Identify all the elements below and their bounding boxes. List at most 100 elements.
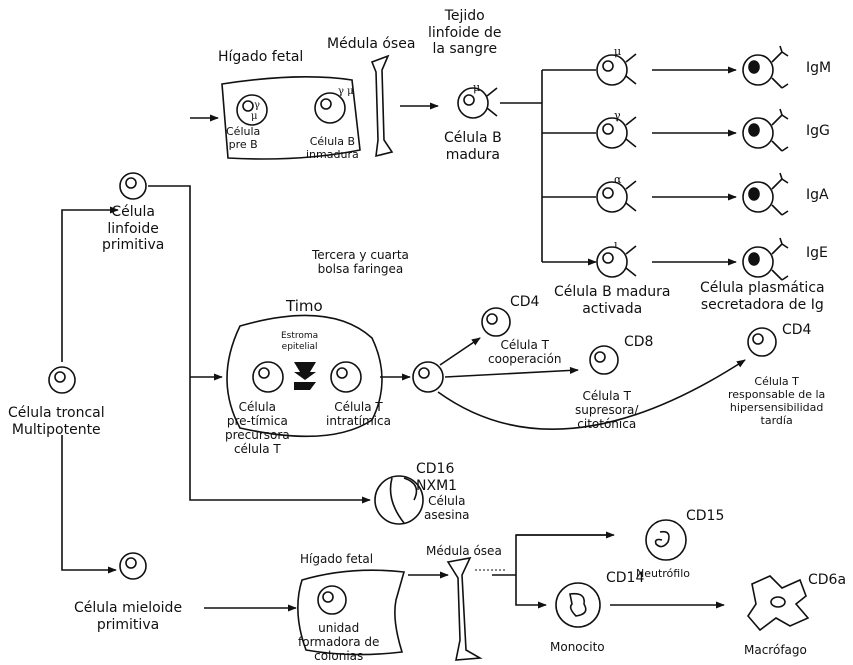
nk-marker1: CD16 <box>416 461 457 478</box>
macrophage-label: Macrófago <box>744 643 807 657</box>
monocyte-marker: CD14 <box>606 570 644 587</box>
igm-label: IgM <box>806 60 831 77</box>
activated-b-line2: activada <box>554 301 670 318</box>
pouch-line1: Tercera y cuarta <box>312 248 409 262</box>
cd8-line3: citotónica <box>575 417 638 431</box>
cfu-cell <box>318 586 346 614</box>
bone-marrow-m-label: Médula ósea <box>426 544 502 558</box>
cd4-dth-line2: responsable de la <box>728 389 825 402</box>
lymphoid-line2: linfoide <box>102 221 164 238</box>
cfu-line3: colonias <box>298 649 379 663</box>
pre-thymic-line4: célula T <box>225 442 290 456</box>
fetal-liver-b-label: Hígado fetal <box>218 49 303 66</box>
pouch-line2: bolsa faringea <box>312 262 409 276</box>
activated-symbol-mu: μ <box>614 46 621 59</box>
connector-tcell-cd4 <box>440 338 480 365</box>
stem-cell <box>49 367 75 393</box>
fetal-liver-m-label: Hígado fetal <box>300 552 373 566</box>
cd4-helper-line2: cooperación <box>488 352 561 366</box>
nk-marker2: NXM1 <box>416 478 457 495</box>
cd4-helper-label: Célula T cooperación <box>488 338 561 366</box>
monocyte-cell <box>556 583 600 627</box>
activated-symbol-alpha: α <box>614 174 621 187</box>
connector-marrow-branch <box>492 535 612 605</box>
pharyngeal-pouch-label: Tercera y cuarta bolsa faringea <box>312 248 409 276</box>
iga-label: IgA <box>806 187 829 204</box>
cd4-helper-marker: CD4 <box>510 294 539 311</box>
connector-stem-myeloid <box>62 435 116 570</box>
myeloid-cell-label: Célula mieloide primitiva <box>74 600 182 633</box>
macrophage-marker: CD6a <box>808 572 846 589</box>
activated-symbol-iota: ι <box>614 239 618 252</box>
intrathymic-label: Célula T intratímica <box>326 400 391 428</box>
plasma-cell-ige <box>743 238 788 280</box>
stroma-line2: epitelial <box>281 342 318 353</box>
neutrophil-marker: CD15 <box>686 508 724 525</box>
stroma-symbol <box>294 362 316 390</box>
thymus-label: Timo <box>286 298 323 316</box>
nk-markers: CD16 NXM1 <box>416 461 457 494</box>
macrophage-cell <box>748 576 808 630</box>
activated-b-line1: Célula B madura <box>554 284 670 301</box>
igg-label: IgG <box>806 123 830 140</box>
cfu-line1: unidad <box>298 621 379 635</box>
pre-thymic-line1: Célula <box>225 400 290 414</box>
cd4-helper-cell <box>482 308 510 336</box>
immature-b-symbol: γ μ <box>338 86 354 98</box>
blood-line3: la sangre <box>428 41 502 58</box>
connector-tcell-cd8 <box>445 370 578 377</box>
cd4-helper-line1: Célula T <box>488 338 561 352</box>
immature-b-line2: inmadura <box>306 149 359 162</box>
lymphoid-cell <box>120 173 146 199</box>
stroma-label: Estroma epitelial <box>281 331 318 352</box>
cd8-cell <box>590 346 618 374</box>
myeloid-line1: Célula mieloide <box>74 600 182 617</box>
lymphoid-line1: Célula <box>102 204 164 221</box>
nk-line2: asesina <box>424 508 470 522</box>
immature-b-label: Célula B inmadura <box>306 136 359 162</box>
mature-b-symbol: μ <box>473 82 480 95</box>
blood-tissue-label: Tejido linfoide de la sangre <box>428 8 502 58</box>
bone-marrow-b-label: Médula ósea <box>327 36 415 53</box>
pre-thymic-cell <box>253 362 283 392</box>
intrathymic-cell <box>331 362 361 392</box>
mature-b-line2: madura <box>444 147 502 164</box>
pre-thymic-line3: precursora <box>225 428 290 442</box>
cd4-dth-cell <box>748 328 776 356</box>
lymphoid-cell-label: Célula linfoide primitiva <box>102 204 164 254</box>
plasma-cell-igm <box>743 46 788 88</box>
activated-b-label: Célula B madura activada <box>554 284 670 317</box>
cfu-line2: formadora de <box>298 635 379 649</box>
connector-blood-activated <box>500 70 588 262</box>
cd4-dth-label: Célula T responsable de la hipersensibil… <box>728 376 825 428</box>
stem-line2: Multipotente <box>8 422 105 439</box>
monocyte-label: Monocito <box>550 640 605 654</box>
neutrophil-cell <box>646 520 686 560</box>
plasma-cell-label: Célula plasmática secretadora de Ig <box>700 280 825 313</box>
cd8-marker: CD8 <box>624 334 653 351</box>
intrathymic-line1: Célula T <box>326 400 391 414</box>
myeloid-cell <box>120 553 146 579</box>
plasma-line2: secretadora de Ig <box>700 297 825 314</box>
mature-t-cell <box>413 362 443 392</box>
cd8-line2: supresora/ <box>575 403 638 417</box>
pre-b-line2: pre B <box>226 139 260 152</box>
plasma-cell-igg <box>743 109 788 151</box>
cfu-label: unidad formadora de colonias <box>298 621 379 663</box>
plasma-cell-iga <box>743 173 788 215</box>
mature-b-label: Célula B madura <box>444 130 502 163</box>
cd8-label: Célula T supresora/ citotónica <box>575 389 638 431</box>
cd4-dth-marker: CD4 <box>782 322 811 339</box>
pre-thymic-label: Célula pre-tímica precursora célula T <box>225 400 290 457</box>
activated-symbol-gamma: γ <box>614 110 621 123</box>
pre-thymic-line2: pre-tímica <box>225 414 290 428</box>
blood-line2: linfoide de <box>428 25 502 42</box>
mature-b-line1: Célula B <box>444 130 502 147</box>
blood-line1: Tejido <box>428 8 502 25</box>
stroma-line1: Estroma <box>281 331 318 342</box>
bone-marrow-b-shape <box>372 56 392 156</box>
pre-b-symbol-2: μ <box>251 111 258 123</box>
plasma-line1: Célula plasmática <box>700 280 825 297</box>
intrathymic-line2: intratímica <box>326 414 391 428</box>
